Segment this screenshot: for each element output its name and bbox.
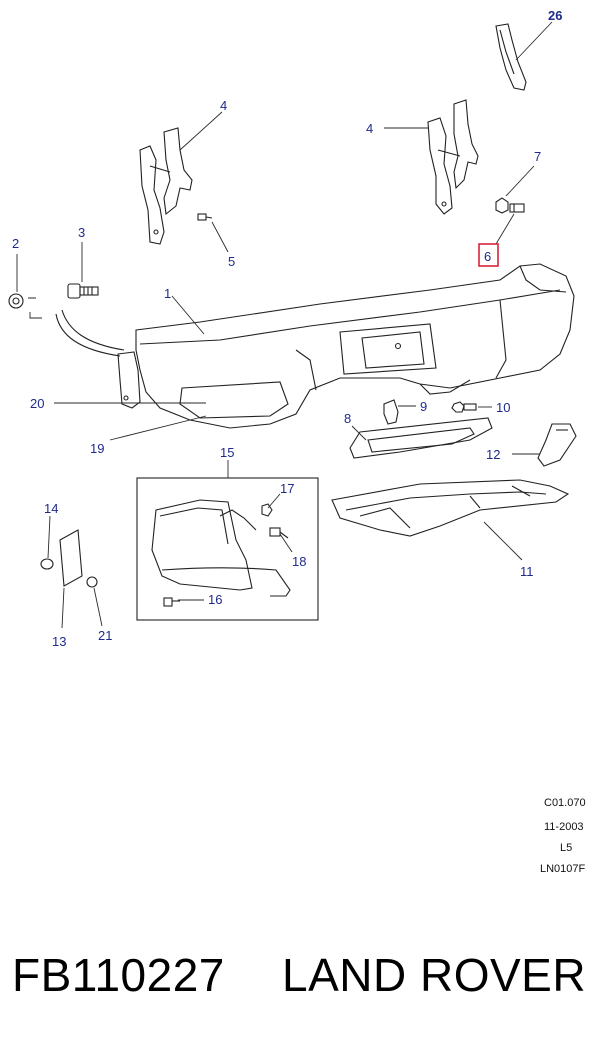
parts-diagram: 26 4 4 7 2 3 5 6 1 20 9 10 8 19 12 15 17… — [8, 8, 586, 875]
callout-18: 18 — [292, 554, 306, 569]
part-4-bracket-right — [427, 99, 479, 215]
callout-8: 8 — [344, 411, 351, 426]
part-2-grommet — [8, 293, 24, 309]
part-8-plate — [349, 417, 493, 459]
meta-level: L5 — [560, 842, 572, 854]
part-13-plate — [59, 529, 83, 587]
callout-9: 9 — [420, 399, 427, 414]
callout-5: 5 — [228, 254, 235, 269]
part-12-lamp — [537, 423, 577, 467]
meta-date: 11-2003 — [544, 821, 584, 833]
part-10-screw — [451, 401, 477, 413]
callout-14: 14 — [44, 501, 58, 516]
part-9-clip — [383, 399, 399, 425]
callout-26: 26 — [548, 8, 562, 23]
callout-3: 3 — [78, 225, 85, 240]
callout-12: 12 — [486, 447, 500, 462]
callout-15: 15 — [220, 445, 234, 460]
callout-20: 20 — [30, 396, 44, 411]
part-6-highlight-box — [478, 243, 499, 267]
callout-21: 21 — [98, 628, 112, 643]
callout-4-left: 4 — [220, 98, 227, 113]
callout-17: 17 — [280, 481, 294, 496]
part-4-bracket-left — [139, 127, 193, 245]
meta-drawing: LN0107F — [540, 863, 586, 875]
part-6-bolt — [509, 203, 525, 213]
callout-1: 1 — [164, 286, 171, 301]
part-number: FB110227 — [12, 949, 225, 1001]
callout-10: 10 — [496, 400, 510, 415]
part-7-nut — [495, 197, 509, 214]
part-5-screw — [197, 213, 213, 221]
callout-7: 7 — [534, 149, 541, 164]
part-3-stud — [67, 283, 99, 299]
part-1-bumper — [135, 263, 575, 429]
callout-4-right: 4 — [366, 121, 373, 136]
detail-inset-box — [136, 477, 319, 621]
brand-name: LAND ROVER — [282, 949, 587, 1001]
callout-2: 2 — [12, 236, 19, 251]
bumper-left-mount — [55, 309, 141, 409]
footer-caption: FB110227 LAND ROVER — [0, 940, 600, 1020]
callout-11: 11 — [520, 564, 534, 579]
part-26-trim-strip — [495, 23, 527, 91]
part-11-undertray — [331, 479, 570, 537]
callout-19: 19 — [90, 441, 104, 456]
callout-16: 16 — [208, 592, 222, 607]
meta-ref: C01.070 — [544, 797, 586, 809]
callout-13: 13 — [52, 634, 66, 649]
part-21-clip — [86, 576, 98, 588]
part-14-grommet — [40, 558, 54, 570]
callout-6: 6 — [484, 249, 491, 264]
